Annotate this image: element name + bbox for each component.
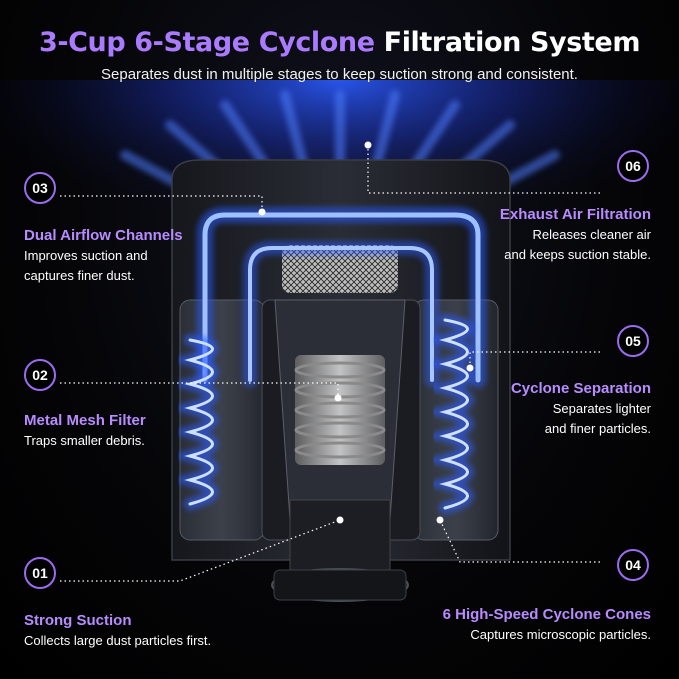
badge-02: 02 xyxy=(24,359,56,391)
subheadline: Separates dust in multiple stages to kee… xyxy=(101,66,578,83)
exhaust-filter xyxy=(282,245,398,293)
callout-desc-line1: Separates lighter xyxy=(552,401,651,416)
cyclone-spirals xyxy=(166,314,474,514)
leader-lines xyxy=(60,145,600,582)
headline-plain: Filtration System xyxy=(383,27,641,58)
callout-desc-line1: Collects large dust particles first. xyxy=(24,633,212,648)
badge-04: 04 xyxy=(617,549,649,581)
badge-03: 03 xyxy=(24,172,56,204)
callout-title: Cyclone Separation xyxy=(510,380,651,397)
callout-dual-airflow-channels: Dual Airflow Channels Improves suction a… xyxy=(24,226,183,286)
callout-title: 6 High-Speed Cyclone Cones xyxy=(442,606,651,623)
callout-metal-mesh-filter: Metal Mesh Filter Traps smaller debris. xyxy=(24,411,146,451)
callout-desc-line2: and keeps suction stable. xyxy=(504,247,651,262)
callout-strong-suction: Strong Suction Collects large dust parti… xyxy=(24,611,211,651)
headline-accent: 3-Cup 6-Stage Cyclone xyxy=(38,27,375,58)
callout-desc-line1: Captures microscopic particles. xyxy=(470,627,651,642)
callout-title: Dual Airflow Channels xyxy=(24,227,183,244)
leader-endpoints xyxy=(258,141,474,524)
callout-desc-line2: captures finer dust. xyxy=(24,268,135,283)
callout-high-speed-cyclone-cones: 6 High-Speed Cyclone Cones Captures micr… xyxy=(443,605,651,645)
callout-title: Strong Suction xyxy=(24,612,132,629)
dual-airflow-channels xyxy=(197,207,486,388)
metal-mesh-filter xyxy=(294,355,386,465)
callout-desc-line1: Traps smaller debris. xyxy=(24,433,145,448)
callout-cyclone-separation: Cyclone Separation Separates lighter and… xyxy=(511,379,651,439)
badge-06: 06 xyxy=(617,150,649,182)
callout-exhaust-air-filtration: Exhaust Air Filtration Releases cleaner … xyxy=(500,205,651,265)
badge-01: 01 xyxy=(24,557,56,589)
badge-05: 05 xyxy=(617,325,649,357)
callout-desc-line1: Improves suction and xyxy=(24,248,148,263)
callout-desc-line2: and finer particles. xyxy=(544,421,651,436)
callout-desc-line1: Releases cleaner air xyxy=(532,227,651,242)
callout-title: Metal Mesh Filter xyxy=(24,412,146,429)
headline: 3-Cup 6-Stage Cyclone Filtration System xyxy=(0,27,679,58)
callout-title: Exhaust Air Filtration xyxy=(499,206,651,223)
